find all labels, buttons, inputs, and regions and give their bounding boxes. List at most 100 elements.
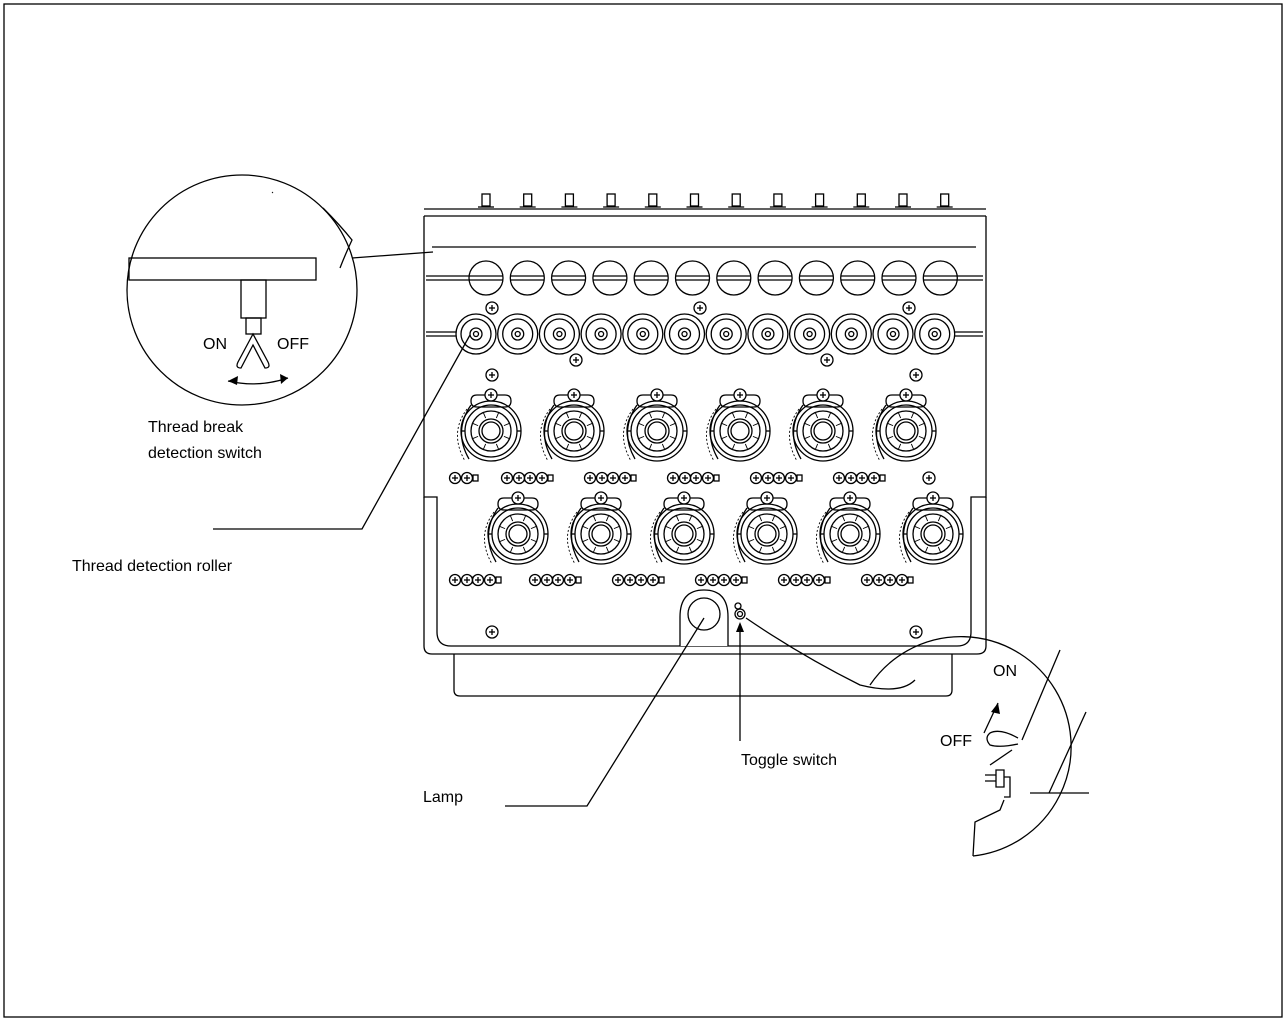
thread-detection-roller	[538, 313, 581, 355]
thread-detection-roller	[705, 313, 747, 355]
thread-guide-post	[519, 193, 536, 208]
upper-thread-wheel	[881, 260, 917, 296]
screw-pair	[528, 573, 559, 587]
thread-tension-unit	[484, 491, 549, 565]
label-toggle-switch: Toggle switch	[741, 752, 837, 769]
screw-pair	[800, 573, 831, 587]
thread-detection-roller	[663, 313, 706, 355]
upper-thread-wheel	[674, 260, 711, 296]
thread-detection-roller	[788, 313, 831, 355]
switch-detail-callout	[126, 174, 434, 406]
thread-guide-post	[853, 193, 870, 208]
screw-pair	[855, 471, 886, 485]
label-thread-detection-roller: Thread detection roller	[72, 558, 233, 575]
label-thread-break-line1: Thread break	[148, 419, 244, 436]
panel-body	[423, 208, 987, 697]
screw-pair	[689, 471, 720, 485]
thread-guide-post	[895, 193, 911, 208]
screw-pair	[717, 573, 748, 587]
upper-thread-wheel	[757, 260, 793, 296]
thread-guide-post	[561, 193, 578, 208]
upper-thread-wheel	[633, 260, 669, 296]
screw-pair	[471, 573, 502, 587]
screw-pair	[448, 471, 479, 485]
thread-tension-unit	[816, 491, 881, 565]
thread-tension-unit	[872, 388, 937, 462]
upper-thread-wheel	[922, 260, 958, 296]
thread-detection-roller	[622, 313, 664, 355]
panel-screw	[922, 471, 936, 485]
thread-tension-unit	[789, 388, 854, 462]
upper-thread-wheel	[592, 260, 628, 296]
screw-pair	[500, 471, 531, 485]
panel-screw	[820, 353, 834, 367]
panel-screw	[485, 368, 499, 382]
label-lamp: Lamp	[423, 789, 463, 806]
outer-border	[3, 3, 1283, 1018]
screw-pair	[860, 573, 891, 587]
thread-tension-unit	[540, 388, 605, 462]
thread-guide-post	[686, 193, 703, 208]
thread-guide-post	[936, 193, 953, 208]
panel-screw	[485, 301, 499, 315]
panel-screws	[448, 301, 936, 639]
upper-thread-wheel	[468, 260, 504, 296]
toggle-detail-callout	[745, 617, 1089, 857]
thread-guide-posts	[478, 193, 953, 208]
thread-guide-post	[478, 193, 494, 208]
upper-thread-wheel	[840, 260, 876, 296]
label-thread-break-line2: detection switch	[148, 445, 262, 462]
thread-guide-post	[603, 193, 620, 208]
screw-pair	[606, 471, 637, 485]
toggle-on-label: ON	[993, 663, 1017, 680]
thread-tension-unit	[899, 491, 964, 565]
screw-pair	[772, 471, 803, 485]
panel-screw	[909, 368, 923, 382]
thread-guide-post	[769, 193, 786, 208]
upper-thread-wheels	[468, 260, 958, 296]
thread-detection-roller	[580, 313, 622, 355]
thread-tension-unit	[457, 388, 522, 462]
panel-screw	[693, 301, 707, 315]
thread-detection-roller	[872, 313, 914, 355]
screw-pair	[832, 471, 863, 485]
thread-guide-post	[728, 193, 745, 208]
thread-detection-roller	[497, 313, 539, 355]
thread-tension-unit	[733, 491, 798, 565]
upper-thread-wheel	[550, 260, 587, 296]
thread-detection-roller	[455, 313, 497, 355]
panel-screw	[569, 353, 583, 367]
screw-pair	[611, 573, 642, 587]
panel-screw	[902, 301, 916, 315]
thread-detection-rollers	[455, 313, 956, 355]
screw-pair	[523, 471, 554, 485]
leader-roller	[213, 334, 471, 530]
toggle-switch-part	[734, 602, 746, 620]
thread-guide-post	[811, 193, 828, 208]
panel-screw	[485, 625, 499, 639]
screw-pair	[883, 573, 914, 587]
thread-tension-unit	[650, 491, 715, 565]
switch-on-label: ON	[203, 336, 227, 353]
screw-pair	[634, 573, 665, 587]
thread-detection-roller	[747, 313, 789, 355]
panel-screw	[909, 625, 923, 639]
leader-lamp	[505, 617, 705, 807]
toggle-off-label: OFF	[940, 733, 972, 750]
thread-tension-unit	[567, 491, 632, 565]
thread-guide-post	[644, 193, 661, 208]
switch-off-label: OFF	[277, 336, 309, 353]
thread-detection-roller	[830, 313, 872, 355]
thread-detection-roller	[914, 313, 956, 355]
thread-tension-unit	[706, 388, 771, 462]
upper-thread-wheel	[509, 260, 545, 296]
thread-tension-unit	[623, 388, 688, 462]
upper-thread-wheel	[798, 260, 835, 296]
thread-tension-units	[457, 388, 964, 565]
screw-pair	[749, 471, 780, 485]
leader-lines	[213, 334, 744, 807]
upper-thread-wheel	[716, 260, 752, 296]
screw-pair	[551, 573, 582, 587]
